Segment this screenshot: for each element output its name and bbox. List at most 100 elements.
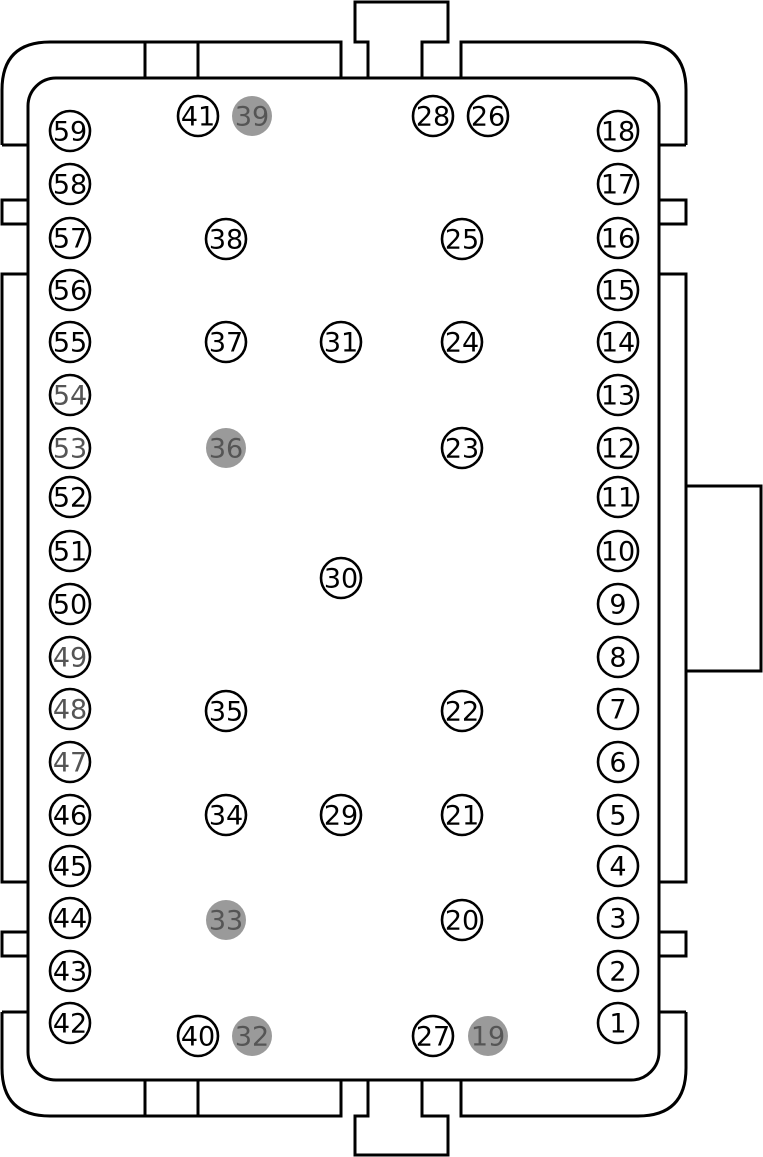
pin-51: 51 bbox=[48, 529, 92, 573]
pin-label: 8 bbox=[609, 643, 626, 674]
pin-label: 3 bbox=[609, 904, 626, 935]
pin-6: 6 bbox=[596, 740, 640, 784]
pin-label: 59 bbox=[53, 117, 87, 148]
pin-label: 29 bbox=[324, 801, 358, 832]
pin-label: 49 bbox=[53, 643, 87, 674]
pin-49: 49 bbox=[48, 635, 92, 679]
pin-label: 32 bbox=[235, 1022, 269, 1053]
pin-2: 2 bbox=[596, 949, 640, 993]
pin-label: 39 bbox=[235, 102, 269, 133]
pin-14: 14 bbox=[596, 320, 640, 364]
pin-label: 34 bbox=[209, 801, 243, 832]
pin-40: 40 bbox=[176, 1014, 220, 1058]
pin-ring-marker bbox=[440, 217, 484, 261]
pin-label: 5 bbox=[609, 801, 626, 832]
pin-label: 44 bbox=[53, 904, 87, 935]
pin-label: 53 bbox=[53, 434, 87, 465]
pin-ring-marker bbox=[48, 268, 92, 312]
pin-ring-marker bbox=[411, 1014, 455, 1058]
pin-label: 42 bbox=[53, 1009, 87, 1040]
pin-ring-marker bbox=[440, 793, 484, 837]
pin-11: 11 bbox=[596, 475, 640, 519]
pin-ring-marker bbox=[176, 1014, 220, 1058]
pin-label: 17 bbox=[601, 170, 635, 201]
pin-25: 25 bbox=[440, 217, 484, 261]
pin-label: 18 bbox=[601, 117, 635, 148]
pin-54: 54 bbox=[48, 373, 92, 417]
pin-21: 21 bbox=[440, 793, 484, 837]
pin-ring-marker bbox=[596, 216, 640, 260]
pin-22: 22 bbox=[440, 689, 484, 733]
pin-9: 9 bbox=[596, 582, 640, 626]
pin-filled-marker bbox=[206, 900, 246, 940]
pin-53: 53 bbox=[48, 426, 92, 470]
pin-ring-marker bbox=[48, 949, 92, 993]
pin-ring-marker bbox=[440, 320, 484, 364]
pin-ring-marker bbox=[204, 217, 248, 261]
pin-58: 58 bbox=[48, 162, 92, 206]
pin-label: 28 bbox=[416, 102, 450, 133]
pin-20: 20 bbox=[440, 898, 484, 942]
pin-ring-marker bbox=[204, 689, 248, 733]
pin-44: 44 bbox=[48, 896, 92, 940]
pin-33: 33 bbox=[206, 900, 246, 940]
pin-31: 31 bbox=[319, 320, 363, 364]
pin-30: 30 bbox=[319, 556, 363, 600]
pin-label: 50 bbox=[53, 590, 87, 621]
pin-ring-marker bbox=[319, 556, 363, 600]
pin-ring-marker bbox=[204, 793, 248, 837]
pin-ring-marker bbox=[48, 1001, 92, 1045]
pin-ring-marker bbox=[411, 94, 455, 138]
pin-5: 5 bbox=[596, 793, 640, 837]
pin-ring-marker bbox=[48, 475, 92, 519]
pin-label: 33 bbox=[209, 906, 243, 937]
pin-ring-marker bbox=[596, 949, 640, 993]
pin-27: 27 bbox=[411, 1014, 455, 1058]
pin-45: 45 bbox=[48, 844, 92, 888]
pin-48: 48 bbox=[48, 687, 92, 731]
pin-label: 11 bbox=[601, 483, 635, 514]
pin-label: 14 bbox=[601, 328, 635, 359]
pin-32: 32 bbox=[232, 1016, 272, 1056]
pin-label: 25 bbox=[445, 225, 479, 256]
pin-46: 46 bbox=[48, 793, 92, 837]
pin-ring-marker bbox=[48, 216, 92, 260]
pin-label: 21 bbox=[445, 801, 479, 832]
pin-label: 26 bbox=[471, 102, 505, 133]
pin-label: 45 bbox=[53, 852, 87, 883]
pin-label: 4 bbox=[609, 852, 626, 883]
pin-ring-marker bbox=[48, 529, 92, 573]
pin-ring-marker bbox=[48, 373, 92, 417]
pin-24: 24 bbox=[440, 320, 484, 364]
pin-ring-marker bbox=[48, 740, 92, 784]
pin-label: 37 bbox=[209, 328, 243, 359]
pin-label: 22 bbox=[445, 697, 479, 728]
pin-ring-marker bbox=[596, 740, 640, 784]
pin-15: 15 bbox=[596, 268, 640, 312]
pin-43: 43 bbox=[48, 949, 92, 993]
pin-36: 36 bbox=[206, 428, 246, 468]
pin-57: 57 bbox=[48, 216, 92, 260]
pin-label: 43 bbox=[53, 957, 87, 988]
pin-ring-marker bbox=[596, 844, 640, 888]
pin-label: 55 bbox=[53, 328, 87, 359]
pin-ring-marker bbox=[596, 529, 640, 573]
pin-ring-marker bbox=[596, 687, 640, 731]
pin-ring-marker bbox=[48, 320, 92, 364]
pin-ring-marker bbox=[48, 109, 92, 153]
pin-ring-marker bbox=[204, 320, 248, 364]
pin-50: 50 bbox=[48, 582, 92, 626]
pin-42: 42 bbox=[48, 1001, 92, 1045]
pin-label: 47 bbox=[53, 748, 87, 779]
pin-filled-marker bbox=[232, 1016, 272, 1056]
pin-ring-marker bbox=[596, 320, 640, 364]
pin-ring-marker bbox=[48, 582, 92, 626]
pin-label: 48 bbox=[53, 695, 87, 726]
pin-filled-marker bbox=[468, 1016, 508, 1056]
pin-ring-marker bbox=[596, 109, 640, 153]
pin-ring-marker bbox=[596, 268, 640, 312]
pin-label: 12 bbox=[601, 434, 635, 465]
pin-19: 19 bbox=[468, 1016, 508, 1056]
pin-26: 26 bbox=[466, 94, 510, 138]
